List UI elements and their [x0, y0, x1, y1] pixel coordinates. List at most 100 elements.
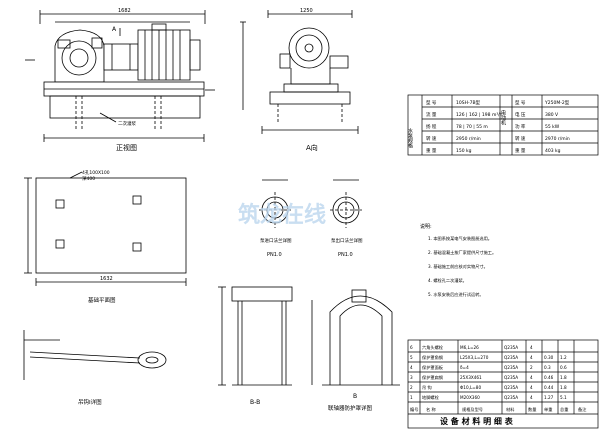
material-cell: Q235A	[504, 355, 518, 360]
note-item: 5. 水泵安装后应进行试运转。	[428, 291, 484, 298]
spec-motor-header: 电动机	[500, 109, 506, 126]
notes-list: 1. 本图系按某电气安装图册选用。 2. 基础混凝土按厂家提供尺寸施工。 3. 基础…	[428, 235, 496, 298]
note-item: 4. 螺栓孔二次灌浆。	[428, 277, 467, 284]
spec-pump-key: 转 速	[426, 135, 437, 142]
material-cell: 3	[410, 375, 413, 380]
material-cell: 4	[410, 365, 413, 370]
spec-pump-value: 78 | 70 | 55 m	[456, 124, 488, 130]
material-cell: 4	[530, 355, 533, 360]
hook-title: 吊钩Ⅰ详图	[78, 398, 102, 406]
guard-title: 联轴器防护罩详图	[328, 404, 373, 412]
spec-table	[407, 94, 599, 156]
material-cell: Q235A	[504, 385, 518, 390]
spec-motor-value: 2970 r/min	[545, 136, 570, 142]
grout-label: 二次灌浆	[118, 120, 136, 127]
spec-pump-key: 型 号	[426, 99, 437, 106]
material-header: 数量	[528, 406, 536, 413]
material-cell: 1.2	[560, 355, 567, 360]
material-cell: 保护罩面板	[422, 364, 444, 371]
material-cell: Φ10,L=80	[460, 385, 481, 390]
material-header: 总重	[560, 406, 568, 412]
section-marker-a: A	[112, 26, 117, 33]
flange-in-pn: PN1.0	[267, 252, 282, 258]
material-cell: 保护罩扁钢	[422, 374, 443, 381]
watermark: 筑龙在线	[238, 202, 326, 228]
material-cell: 5.1	[560, 395, 567, 400]
spec-motor-key: 转 速	[515, 135, 526, 142]
material-cell: 4	[530, 375, 533, 380]
spec-pump-key: 重 量	[426, 147, 437, 154]
plan-view-title: 基础平面图	[88, 296, 116, 304]
material-header: 备注	[578, 406, 587, 413]
spec-pump-header: 水泵规格	[407, 127, 413, 149]
plan-view	[24, 171, 187, 286]
spec-motor-value: 403 kg	[545, 148, 561, 154]
materials-table-frame	[407, 339, 599, 429]
material-header: 材料	[506, 406, 515, 413]
front-view	[25, 10, 215, 142]
material-cell: Q235A	[504, 375, 518, 380]
front-dim-total: 1682	[118, 8, 131, 14]
material-header: 单重	[544, 406, 552, 413]
spec-motor-value: 380 V	[545, 112, 559, 118]
spec-motor-value: 55 kW	[545, 124, 560, 130]
spec-motor-key: 型 号	[515, 99, 526, 106]
material-cell: L25X3,L=270	[460, 355, 489, 360]
note-item: 3. 基础施工前应核对实物尺寸。	[428, 263, 488, 270]
material-cell: 六角头螺栓	[422, 344, 444, 351]
material-cell: Q235A	[504, 365, 518, 370]
material-cell: 0.30	[544, 355, 554, 360]
plan-hole-depth: 深400	[82, 175, 95, 182]
material-cell: 0.44	[544, 385, 554, 390]
material-cell: 25X3X461	[460, 375, 482, 380]
spec-motor-key: 电 压	[515, 111, 526, 118]
material-cell: 吊 钩	[422, 384, 432, 391]
flange-out-pn: PN1.0	[338, 252, 353, 258]
spec-motor-key: 功 率	[515, 123, 526, 130]
material-header: 规格及型号	[462, 406, 483, 413]
material-cell: 6	[410, 345, 413, 350]
spec-pump-value: 2950 r/min	[456, 136, 481, 142]
spec-pump-value: 150 kg	[456, 148, 472, 154]
material-cell: M6,L=26	[460, 345, 479, 350]
material-cell: 4	[530, 395, 533, 400]
note-item: 1. 本图系按某电气安装图册选用。	[428, 235, 492, 242]
material-cell: 2	[530, 365, 533, 370]
material-cell: 1	[410, 395, 413, 400]
note-item: 2. 基础混凝土按厂家提供尺寸施工。	[428, 249, 496, 256]
material-cell: 4	[530, 385, 533, 390]
material-cell: 1.27	[544, 395, 554, 400]
materials-title: 设 备 材 料 明 细 表	[440, 416, 514, 426]
material-cell: Q235A	[504, 345, 518, 350]
spec-motor-value: Y250M-2型	[544, 99, 570, 106]
material-cell: 地脚螺栓	[422, 394, 440, 401]
hook-detail	[23, 330, 167, 380]
bb-section	[218, 286, 293, 386]
guard-section-b: B	[353, 393, 357, 400]
material-cell: 2	[410, 385, 413, 390]
material-cell: 0.3	[544, 365, 551, 370]
material-cell: 保护罩角钢	[422, 354, 443, 361]
a-view	[240, 10, 359, 134]
material-cell: M20X360	[460, 395, 480, 400]
bb-title: B-B	[250, 399, 260, 406]
notes-heading: 说明:	[420, 223, 432, 230]
material-cell: 1.8	[560, 385, 567, 390]
a-view-title: A向	[306, 143, 318, 152]
front-view-title: 正视图	[116, 143, 137, 152]
spec-pump-value: 126 | 162 | 198 m³/h	[456, 112, 503, 118]
material-cell: 5	[410, 355, 413, 360]
spec-motor-key: 重 量	[515, 147, 526, 154]
flange-out-title: 泵出口法兰详图	[331, 237, 363, 244]
flange-details	[259, 179, 362, 228]
material-cell: Q235A	[504, 395, 518, 400]
spec-pump-key: 流 量	[426, 111, 437, 118]
material-cell: 0.6	[560, 365, 567, 370]
spec-pump-value: 10SH-7B型	[456, 99, 481, 106]
a-view-dim-width: 1250	[300, 8, 313, 14]
spec-pump-key: 扬 程	[426, 123, 437, 130]
plan-hole-label: 4孔100X100	[82, 169, 110, 176]
